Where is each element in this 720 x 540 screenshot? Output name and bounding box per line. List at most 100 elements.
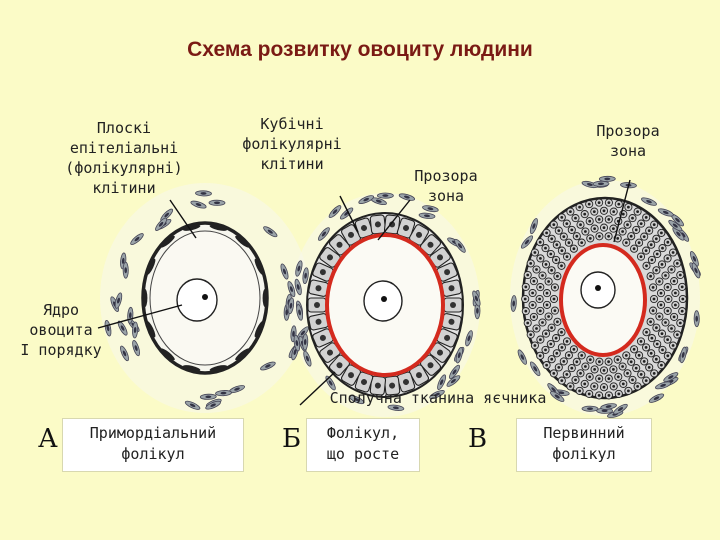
flat-cell-nucleus (146, 321, 156, 338)
cubic-cell (319, 342, 341, 363)
pointer-lines (97, 179, 631, 406)
granulosa-nucleus (636, 210, 639, 214)
granulosa-nucleus (666, 338, 669, 341)
stroma-cell (581, 405, 599, 412)
nucleolus-b (381, 296, 387, 302)
stroma-cell (303, 350, 312, 367)
granulosa-nucleus (524, 285, 528, 289)
granulosa-nucleus (580, 241, 584, 245)
granulosa-nucleus (557, 366, 561, 369)
granulosa-nucleus (674, 303, 677, 307)
stroma-cell (318, 227, 330, 241)
stroma-cell (205, 400, 221, 410)
stroma-cell (280, 263, 289, 280)
granulosa-nucleus (672, 315, 676, 319)
stage-box-a: Примордіальний фолікул (62, 418, 244, 472)
granulosa-nucleus (666, 240, 670, 244)
flat-cell-nucleus (254, 321, 264, 338)
stroma-cell (657, 208, 674, 217)
stroma-cells (104, 175, 701, 418)
flat-cell-nucleus (262, 289, 268, 307)
granulosa-nucleus (526, 273, 530, 277)
granulosa-nucleus (616, 358, 620, 361)
stroma-cell (295, 260, 303, 277)
stroma-cell (422, 205, 439, 213)
granulosa-nucleus (584, 365, 587, 368)
granulosa-nucleus (560, 330, 563, 334)
granulosa-nucleus (547, 280, 550, 283)
granulosa-nucleus (652, 372, 656, 375)
granulosa-nucleus (592, 210, 596, 214)
granulosa-nucleus (524, 309, 528, 313)
stroma-cell (517, 349, 527, 365)
granulosa-nucleus (538, 354, 542, 358)
granulosa-nucleus (560, 264, 563, 268)
flat-cell-nucleus (209, 224, 228, 231)
granulosa-nucleus (644, 346, 648, 349)
granulosa-nucleus (562, 235, 566, 239)
label-connective-tissue: Сполучна тканина яєчника (329, 389, 547, 407)
granulosa-nucleus (562, 360, 566, 363)
stroma-cell (663, 372, 679, 383)
granulosa-nucleus (674, 291, 677, 295)
granulosa-nucleus (556, 320, 559, 324)
granulosa-nucleus (550, 237, 554, 241)
stage-box-c: Первинний фолікул (516, 418, 652, 472)
granulosa-nucleus (587, 202, 591, 206)
pointer-zona-middle (377, 199, 411, 241)
granulosa-nucleus (632, 247, 636, 251)
stroma-cell (437, 374, 447, 390)
granulosa-nucleus (660, 363, 663, 367)
page-title: Схема розвитку овоциту людини (187, 38, 533, 61)
stroma-cell (648, 393, 665, 403)
stroma-cell (120, 345, 129, 362)
granulosa-nucleus (539, 338, 542, 341)
granulosa-nucleus (567, 241, 571, 245)
granulosa-nucleus (593, 227, 596, 231)
nucleolus-c (595, 285, 601, 291)
granulosa-nucleus (545, 303, 549, 307)
stroma-cell (263, 226, 278, 238)
nucleolus-a (202, 294, 208, 300)
granulosa-nucleus (552, 297, 556, 301)
cubic-cell (307, 297, 327, 313)
granulosa-nucleus (642, 235, 646, 239)
granulosa-nucleus (612, 210, 616, 214)
granulosa-nucleus (650, 258, 654, 262)
granulosa-nucleus (658, 315, 661, 318)
stroma-cell (446, 375, 461, 387)
granulosa-nucleus (680, 285, 684, 289)
granulosa-nucleus (652, 297, 656, 301)
granulosa-nucleus (579, 371, 582, 375)
granulosa-nucleus (664, 321, 667, 324)
granulosa-nucleus (607, 394, 611, 397)
granulosa-nucleus (539, 257, 542, 260)
granulosa-nucleus (547, 315, 550, 318)
granulosa-nucleus (572, 347, 576, 351)
granulosa-nucleus (555, 243, 559, 247)
granulosa-nucleus (607, 201, 611, 205)
granulosa-nucleus (617, 202, 621, 206)
follicle-b (306, 212, 464, 398)
stroma-cell (641, 197, 657, 206)
granulosa-nucleus (627, 205, 630, 209)
granulosa-nucleus (538, 309, 542, 313)
granulosa-nucleus (607, 360, 610, 364)
granulosa-nucleus (535, 268, 538, 271)
stroma-cell (348, 395, 365, 405)
granulosa-nucleus (574, 378, 577, 382)
granulosa-nucleus (545, 291, 549, 295)
flat-cell-nucleus (160, 235, 175, 248)
stroma-cell (600, 403, 617, 410)
label-oocyte-nucleus: Ядро овоцита I порядку (20, 301, 102, 359)
granulosa-nucleus (565, 373, 569, 376)
granulosa-nucleus (529, 333, 533, 336)
granulosa-nucleus (598, 234, 601, 238)
granulosa-nucleus (660, 231, 663, 235)
stroma-cell (208, 199, 226, 206)
stroma-cell (474, 302, 481, 320)
granulosa-nucleus (644, 249, 648, 253)
granulosa-nucleus (644, 216, 648, 219)
granulosa-nucleus (556, 274, 559, 278)
stroma-cell (184, 400, 201, 410)
